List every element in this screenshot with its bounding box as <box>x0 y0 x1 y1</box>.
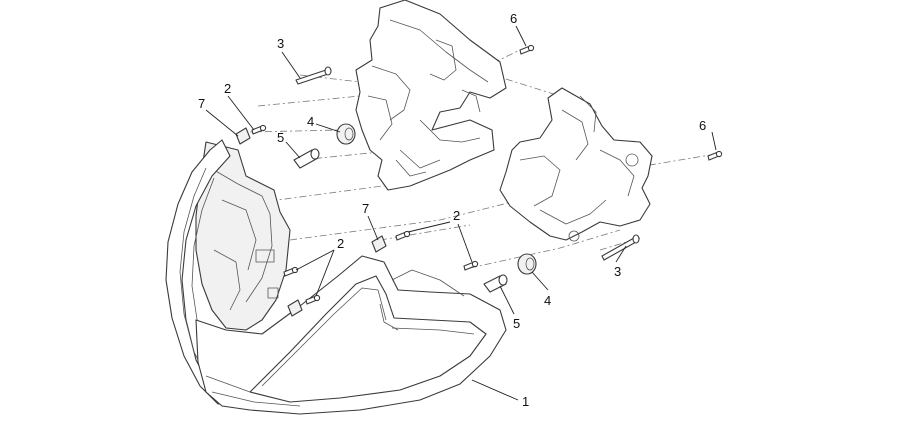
screw-left-top <box>251 124 267 135</box>
callout-spacer-right: 5 <box>513 316 520 331</box>
spacer-left <box>293 148 320 169</box>
side-mounting-bracket <box>499 87 653 242</box>
callout-screw-left-top: 2 <box>224 81 231 96</box>
callout-screw-right-top: 2 <box>453 208 460 223</box>
callout-headlight-assembly: 1 <box>522 394 529 409</box>
callout-screw-top-right: 6 <box>699 118 706 133</box>
callout-grommet-left: 4 <box>307 114 314 129</box>
grommet-left <box>336 123 356 145</box>
leader-lines <box>205 25 717 401</box>
callout-screw-left-mid: 2 <box>337 236 344 251</box>
screw-centre <box>395 230 411 241</box>
clip-right <box>371 235 387 253</box>
callout-labels: 3 2 7 5 4 6 6 2 7 2 4 5 3 1 <box>198 11 706 409</box>
headlight-assembly <box>165 139 507 415</box>
callout-bolt-left: 3 <box>277 36 284 51</box>
upper-mounting-bracket <box>355 0 507 191</box>
screw-left-mid-1 <box>283 266 299 277</box>
callout-spacer-left: 5 <box>277 130 284 145</box>
clip-lower <box>287 299 303 317</box>
grommet-right <box>517 253 537 275</box>
bolt-left <box>295 66 332 85</box>
screw-left-mid-2 <box>305 294 321 305</box>
screw-far-right <box>707 150 723 161</box>
spacer-right <box>483 274 508 293</box>
screw-centre-low <box>463 260 479 271</box>
callout-grommet-right: 4 <box>544 293 551 308</box>
callout-screw-top-left: 6 <box>510 11 517 26</box>
callout-bolt-right: 3 <box>614 264 621 279</box>
callout-clip-right: 7 <box>362 201 369 216</box>
callout-clip-left: 7 <box>198 96 205 111</box>
bolt-right <box>601 234 640 261</box>
screw-top <box>519 44 535 55</box>
clip-left <box>235 127 251 145</box>
